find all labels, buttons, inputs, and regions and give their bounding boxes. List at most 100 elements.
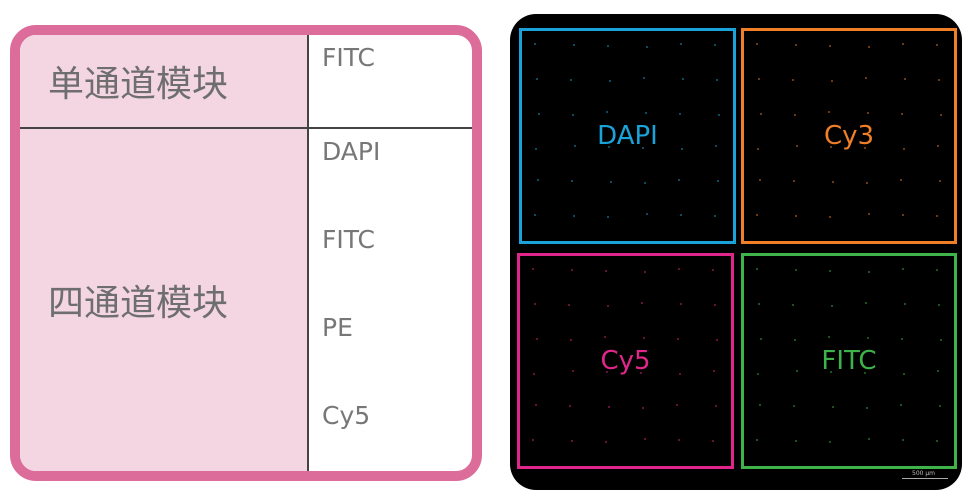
fluorescent-spot: [756, 43, 758, 45]
fluorescent-spot: [607, 305, 609, 307]
fluorescent-spot: [572, 370, 574, 372]
row-divider: [20, 127, 472, 129]
fluorescent-spot: [641, 302, 643, 304]
panel-fitc: FITC: [741, 253, 957, 469]
fluorescent-spot: [534, 303, 536, 305]
fluorescent-spot: [756, 439, 758, 441]
fluorescent-spot: [609, 80, 611, 82]
fluorescent-spot: [792, 304, 794, 306]
fluorescent-spot: [758, 78, 760, 80]
fluorescent-spot: [681, 148, 683, 150]
fluorescent-spot: [716, 79, 718, 81]
fluorescent-spot: [864, 147, 866, 149]
fluorescent-spot: [536, 338, 538, 340]
scale-bar: [902, 478, 948, 479]
fluorescent-spot: [679, 373, 681, 375]
fluorescent-spot: [760, 338, 762, 340]
fluorescent-spot: [714, 44, 716, 46]
fluorescent-spot: [936, 440, 938, 442]
fluorescent-spot: [902, 43, 904, 45]
channel-label: DAPI: [322, 137, 381, 166]
fluorescent-spot: [793, 405, 795, 407]
four-channel-list: DAPI FITC PE Cy5: [307, 129, 472, 471]
fluorescent-spot: [605, 270, 607, 272]
fluorescent-spot: [536, 78, 538, 80]
fluorescent-spot: [938, 304, 940, 306]
channel-label: PE: [322, 313, 353, 342]
fluorescent-spot: [901, 338, 903, 340]
fluorescent-spot: [793, 180, 795, 182]
fluorescent-spot: [864, 372, 866, 374]
fluorescent-spot: [902, 214, 904, 216]
fluorescent-spot: [828, 336, 830, 338]
fluorescent-spot: [678, 439, 680, 441]
fluorescent-spot: [606, 111, 608, 113]
fluorescent-spot: [572, 114, 574, 116]
fluorescent-spot: [605, 441, 607, 443]
fluorescent-spot: [795, 44, 797, 46]
panel-cy5: Cy5: [517, 253, 734, 469]
fluorescent-spot: [535, 404, 537, 406]
fluorescent-spot: [903, 148, 905, 150]
fluorescent-spot: [759, 179, 761, 181]
fluorescent-spot: [937, 145, 939, 147]
fluorescent-spot: [940, 339, 942, 341]
fluorescent-spot: [533, 373, 535, 375]
fluorescent-spot: [759, 404, 761, 406]
channel-module-table: 单通道模块 FITC 四通道模块 DAPI FITC PE Cy5: [10, 25, 482, 481]
fluorescent-spot: [831, 305, 833, 307]
fluorescent-spot: [718, 114, 720, 116]
fluorescent-spot: [936, 215, 938, 217]
fluorescent-spot: [903, 373, 905, 375]
fluorescent-spot: [680, 303, 682, 305]
fluorescent-spot: [644, 182, 646, 184]
panel-label: Cy3: [823, 121, 875, 151]
fluorescent-spot: [865, 302, 867, 304]
fluorescent-spot: [680, 43, 682, 45]
fluorescent-spot: [608, 146, 610, 148]
fluorescent-spot: [570, 339, 572, 341]
fluorescent-spot: [867, 337, 869, 339]
module-four-channel: 四通道模块: [20, 129, 307, 471]
fluorescent-spot: [900, 179, 902, 181]
fluorescent-spot: [832, 181, 834, 183]
fluorescent-spot: [569, 405, 571, 407]
fluorescent-spot: [680, 214, 682, 216]
fluorescent-spot: [568, 304, 570, 306]
fluorescent-spot: [717, 180, 719, 182]
fluorescent-spot: [901, 113, 903, 115]
fluorescent-spot: [643, 337, 645, 339]
fluorescent-spot: [757, 148, 759, 150]
fluorescent-spot: [938, 79, 940, 81]
fluorescent-spot: [608, 406, 610, 408]
fluorescent-spot: [936, 269, 938, 271]
fluorescent-spot: [607, 216, 609, 218]
fluorescent-spot: [712, 440, 714, 442]
fluorescent-spot: [682, 78, 684, 80]
fluorescent-spot: [828, 111, 830, 113]
fluorescent-spot: [712, 269, 714, 271]
fluorescent-spot: [678, 179, 680, 181]
fluorescent-spot: [642, 407, 644, 409]
fluorescent-spot: [939, 180, 941, 182]
fluorescent-spot: [830, 146, 832, 148]
fluorescent-spot: [829, 45, 831, 47]
fluorescent-spot: [640, 372, 642, 374]
fluorescent-spot: [760, 113, 762, 115]
fluorescent-spot: [900, 404, 902, 406]
fluorescent-spot: [570, 79, 572, 81]
fluorescent-spot: [832, 406, 834, 408]
scale-bar-label: 500 μm: [912, 470, 936, 477]
fluorescent-spot: [715, 405, 717, 407]
fluorescent-spot: [716, 339, 718, 341]
fluorescent-spot: [645, 112, 647, 114]
fluorescent-spot: [646, 46, 648, 48]
fluorescent-spot: [868, 213, 870, 215]
fluorescent-spot: [644, 271, 646, 273]
fluorescent-spot: [796, 145, 798, 147]
channel-label: FITC: [322, 43, 376, 72]
fluorescent-spot: [758, 303, 760, 305]
fluorescent-spot: [535, 148, 537, 150]
fluorescent-spot: [756, 268, 758, 270]
fluorescent-spot: [936, 44, 938, 46]
